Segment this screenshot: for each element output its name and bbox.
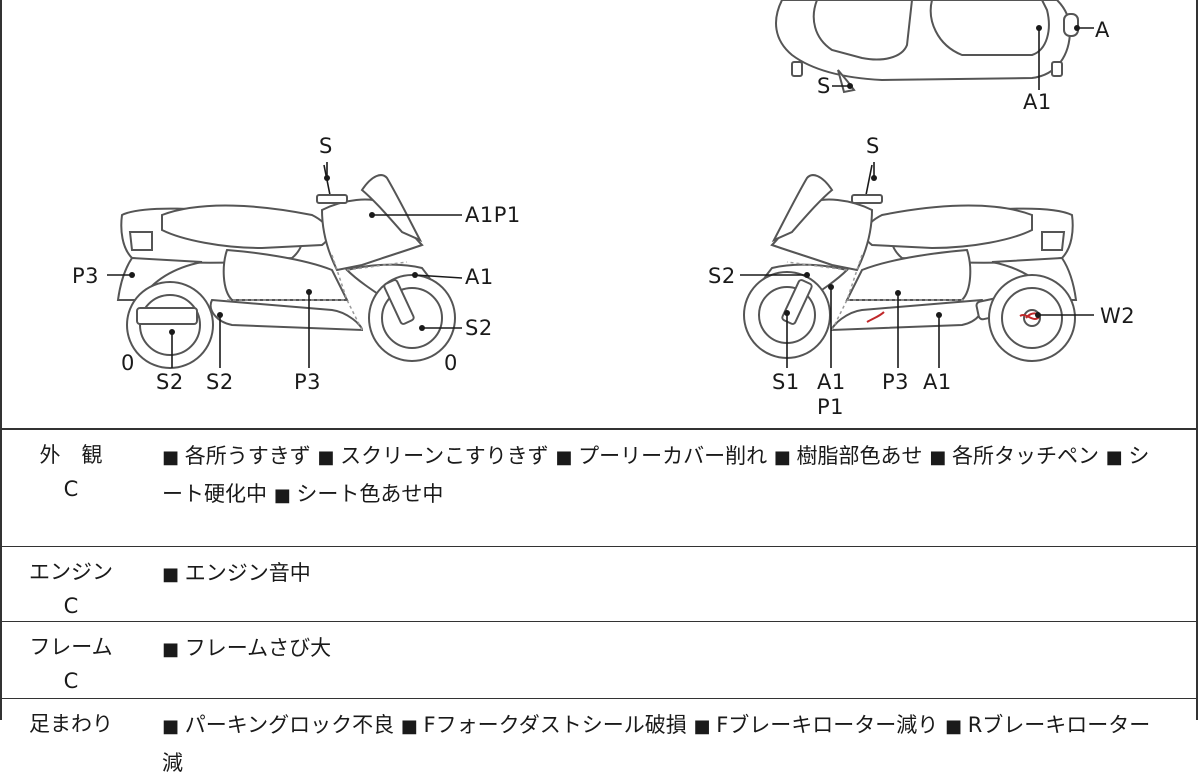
callout-label: S2 xyxy=(156,370,184,394)
inspection-report-table: 外 観 C 各所うすきず スクリーンこすりきず プーリーカバー削れ 樹脂部色あせ… xyxy=(2,428,1198,775)
note-item: 樹脂部色あせ xyxy=(774,444,923,468)
row-label: 足まわり xyxy=(2,707,140,741)
callout-label: P3 xyxy=(72,264,100,288)
damage-diagram: A A1 S S A1P1 P3 A1 S2 0 0 S2 S2 P3 S S2… xyxy=(2,0,1198,428)
callout-label: A1 xyxy=(923,370,952,394)
report-row-suspension: 足まわり パーキングロック不良 Fフォークダストシール破損 Fブレーキローター減… xyxy=(2,699,1198,775)
scooter-left-side xyxy=(107,162,463,369)
row-label: フレーム C xyxy=(2,630,140,698)
scooter-right-side xyxy=(740,162,1094,368)
row-notes: エンジン音中 xyxy=(162,555,1168,593)
row-grade: C xyxy=(63,594,79,618)
row-label: 外 観 C xyxy=(2,438,140,506)
callout-label: S2 xyxy=(465,316,493,340)
note-item: 各所うすきず xyxy=(162,444,311,468)
note-item: Fフォークダストシール破損 xyxy=(401,713,687,737)
row-grade: C xyxy=(63,669,79,693)
row-grade: C xyxy=(63,477,79,501)
note-item: パーキングロック不良 xyxy=(162,713,394,737)
callout-label: S xyxy=(319,134,333,158)
note-item: シート色あせ中 xyxy=(274,482,444,506)
report-row-exterior: 外 観 C 各所うすきず スクリーンこすりきず プーリーカバー削れ 樹脂部色あせ… xyxy=(2,430,1198,547)
callout-label: A1 xyxy=(817,370,846,394)
note-item: 各所タッチペン xyxy=(929,444,1099,468)
callout-label: P3 xyxy=(882,370,910,394)
callout-label: A1P1 xyxy=(465,203,521,227)
note-item: スクリーンこすりきず xyxy=(317,444,548,468)
callout-label: P1 xyxy=(817,395,845,419)
row-title: エンジン xyxy=(29,560,113,584)
callout-label: A1 xyxy=(1023,90,1052,114)
row-notes: 各所うすきず スクリーンこすりきず プーリーカバー削れ 樹脂部色あせ 各所タッチ… xyxy=(162,438,1168,514)
report-row-frame: フレーム C フレームさび大 xyxy=(2,622,1198,699)
callout-label: 0 xyxy=(444,351,458,375)
row-label: エンジン C xyxy=(2,555,140,623)
callout-label: S2 xyxy=(206,370,234,394)
note-item: エンジン音中 xyxy=(162,561,311,585)
callout-label: S xyxy=(866,134,880,158)
callout-label: 0 xyxy=(121,351,135,375)
note-item: プーリーカバー削れ xyxy=(555,444,767,468)
scooter-top-view xyxy=(775,0,1094,94)
callout-label: S1 xyxy=(772,370,800,394)
callout-label: S xyxy=(817,74,831,98)
callout-label: S2 xyxy=(708,264,736,288)
row-notes: パーキングロック不良 Fフォークダストシール破損 Fブレーキローター減り Rブレ… xyxy=(162,707,1168,781)
row-notes: フレームさび大 xyxy=(162,630,1168,668)
note-item: Fブレーキローター減り xyxy=(693,713,938,737)
scooter-illustrations xyxy=(107,0,1094,369)
row-title: フレーム xyxy=(29,635,113,659)
callout-label: P3 xyxy=(294,370,322,394)
report-row-engine: エンジン C エンジン音中 xyxy=(2,547,1198,622)
note-item: フレームさび大 xyxy=(162,636,331,660)
callout-label: W2 xyxy=(1100,304,1136,328)
callout-label: A xyxy=(1095,18,1110,42)
row-title: 足まわり xyxy=(29,712,113,736)
callout-label: A1 xyxy=(465,265,494,289)
row-title: 外 観 xyxy=(39,443,103,467)
